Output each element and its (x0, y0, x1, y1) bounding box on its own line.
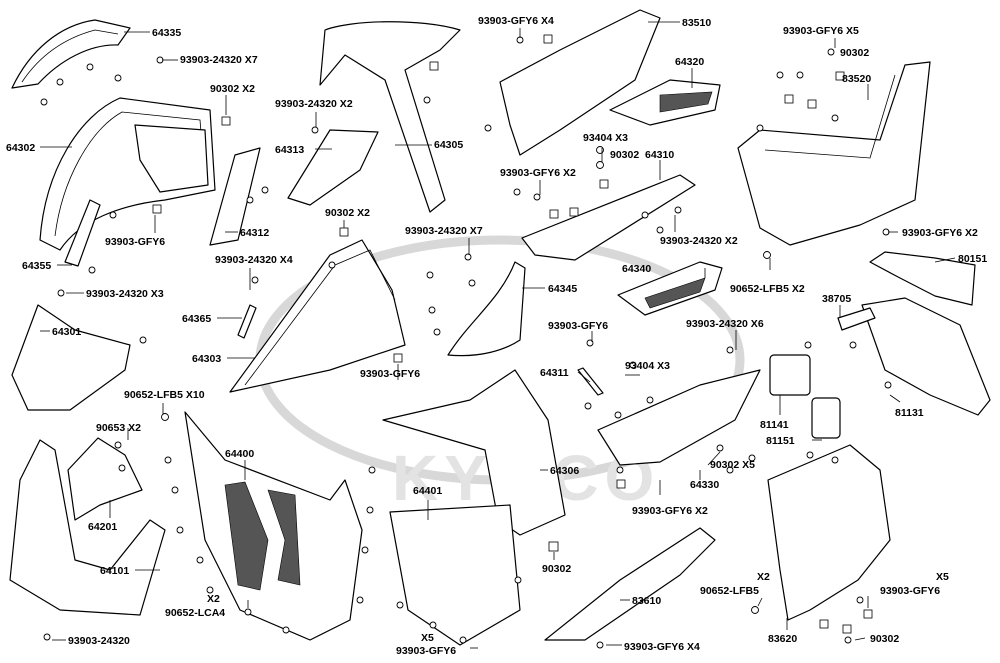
label-93903-24320-x3: 93903-24320 X3 (86, 288, 164, 300)
label-93903-24320-x4: 93903-24320 X4 (215, 254, 293, 266)
part-81151 (811, 397, 841, 439)
part-64400 (184, 411, 363, 641)
label-83520: 83520 (842, 73, 871, 85)
part-64311 (577, 367, 604, 396)
label-83620: 83620 (768, 633, 797, 645)
part-64306 (382, 369, 566, 536)
label-64201: 64201 (88, 521, 117, 533)
label-93903-gfy6-x4-a: 93903-GFY6 X4 (478, 15, 554, 27)
label-93903-gfy6-x2-c: 93903-GFY6 X2 (632, 505, 708, 517)
part-64303 (229, 239, 406, 393)
label-64305: 64305 (434, 139, 463, 151)
label-x2-a: X2 (207, 593, 220, 605)
label-90302-c: 90302 (542, 563, 571, 575)
label-90302-b: 90302 (840, 47, 869, 59)
label-93903-gfy6-x5-a: 93903-GFY6 X5 (783, 25, 859, 37)
label-64400: 64400 (225, 448, 254, 460)
label-93903-gfy6-e: 93903-GFY6 (880, 585, 940, 597)
leader-lines (40, 21, 956, 649)
part-83510 (499, 9, 661, 156)
part-64355 (64, 199, 101, 267)
label-90302-x2-b: 90302 X2 (325, 207, 370, 219)
label-90302-x5: 90302 X5 (710, 459, 755, 471)
part-64313 (287, 129, 379, 206)
label-93903-gfy6-x2-a: 93903-GFY6 X2 (500, 167, 576, 179)
label-93903-24320: 93903-24320 (68, 635, 130, 647)
part-83520 (737, 61, 931, 246)
label-93903-gfy6-c: 93903-GFY6 (548, 320, 608, 332)
label-64330: 64330 (690, 479, 719, 491)
label-64312: 64312 (240, 227, 269, 239)
part-64301 (11, 304, 131, 411)
part-81141 (769, 354, 811, 396)
label-83610: 83610 (632, 595, 661, 607)
part-64335 (11, 19, 131, 89)
label-90302-a: 90302 (610, 149, 639, 161)
label-81141: 81141 (760, 419, 789, 431)
label-90302-d: 90302 (870, 633, 899, 645)
label-90652-lfb5: 90652-LFB5 (700, 585, 759, 597)
label-64340: 64340 (622, 263, 651, 275)
label-93903-24320-x6: 93903-24320 X6 (686, 318, 764, 330)
label-81151: 81151 (766, 435, 795, 447)
label-83510: 83510 (682, 17, 711, 29)
part-64305 (319, 21, 461, 213)
label-64310: 64310 (645, 149, 674, 161)
part-64302 (39, 97, 216, 251)
part-38705 (837, 307, 876, 331)
label-93404-x3-b: 93404 X3 (625, 360, 670, 372)
part-64312 (209, 147, 261, 246)
label-64302: 64302 (6, 142, 35, 154)
label-x5-a: X5 (421, 632, 434, 644)
label-38705: 38705 (822, 293, 851, 305)
fasteners (40, 34, 892, 649)
part-labels: 64335 93903-24320 X7 90302 X2 93903-2432… (6, 15, 987, 657)
label-80151: 80151 (958, 253, 987, 265)
label-64365: 64365 (182, 313, 211, 325)
label-x2-b: X2 (757, 571, 770, 583)
label-93903-24320-x7-a: 93903-24320 X7 (180, 54, 258, 66)
label-93903-gfy6-x4-b: 93903-GFY6 X4 (624, 641, 700, 653)
label-93903-24320-x7-b: 93903-24320 X7 (405, 225, 483, 237)
label-64345: 64345 (548, 283, 577, 295)
part-64310 (521, 174, 696, 261)
part-drawings (9, 9, 991, 646)
label-90652-lfb5-x10: 90652-LFB5 X10 (124, 389, 205, 401)
label-93903-gfy6-x2-b: 93903-GFY6 X2 (902, 227, 978, 239)
label-90652-lfb5-x2: 90652-LFB5 X2 (730, 283, 805, 295)
label-64401: 64401 (413, 485, 442, 497)
label-64301: 64301 (52, 326, 81, 338)
label-64303: 64303 (192, 353, 221, 365)
label-64313: 64313 (275, 144, 304, 156)
part-64101 (9, 439, 166, 616)
label-90302-x2-a: 90302 X2 (210, 83, 255, 95)
label-64335: 64335 (152, 27, 181, 39)
part-64340 (617, 261, 723, 316)
label-90653-x2: 90653 X2 (96, 422, 141, 434)
label-93404-x3-a: 93404 X3 (583, 132, 628, 144)
label-x5-b: X5 (936, 571, 949, 583)
part-64365 (237, 304, 257, 339)
part-64330 (597, 369, 761, 466)
label-93903-gfy6-b: 93903-GFY6 (360, 368, 420, 380)
part-83620 (767, 444, 891, 621)
label-64320: 64320 (675, 56, 704, 68)
label-93903-gfy6-a: 93903-GFY6 (105, 236, 165, 248)
label-64306: 64306 (550, 465, 579, 477)
part-64201 (67, 437, 143, 521)
part-64345 (447, 261, 526, 357)
part-80151 (869, 251, 976, 306)
part-64401 (389, 504, 521, 646)
label-81131: 81131 (895, 407, 924, 419)
label-93903-24320-x2-a: 93903-24320 X2 (275, 98, 353, 110)
part-81131 (861, 297, 991, 416)
part-83610 (544, 527, 716, 641)
label-90652-lca4: 90652-LCA4 (165, 607, 225, 619)
label-64311: 64311 (540, 367, 569, 379)
label-93903-24320-x2-b: 93903-24320 X2 (660, 235, 738, 247)
label-64355: 64355 (22, 260, 51, 272)
label-64101: 64101 (100, 565, 129, 577)
label-93903-gfy6-d: 93903-GFY6 (396, 645, 456, 657)
